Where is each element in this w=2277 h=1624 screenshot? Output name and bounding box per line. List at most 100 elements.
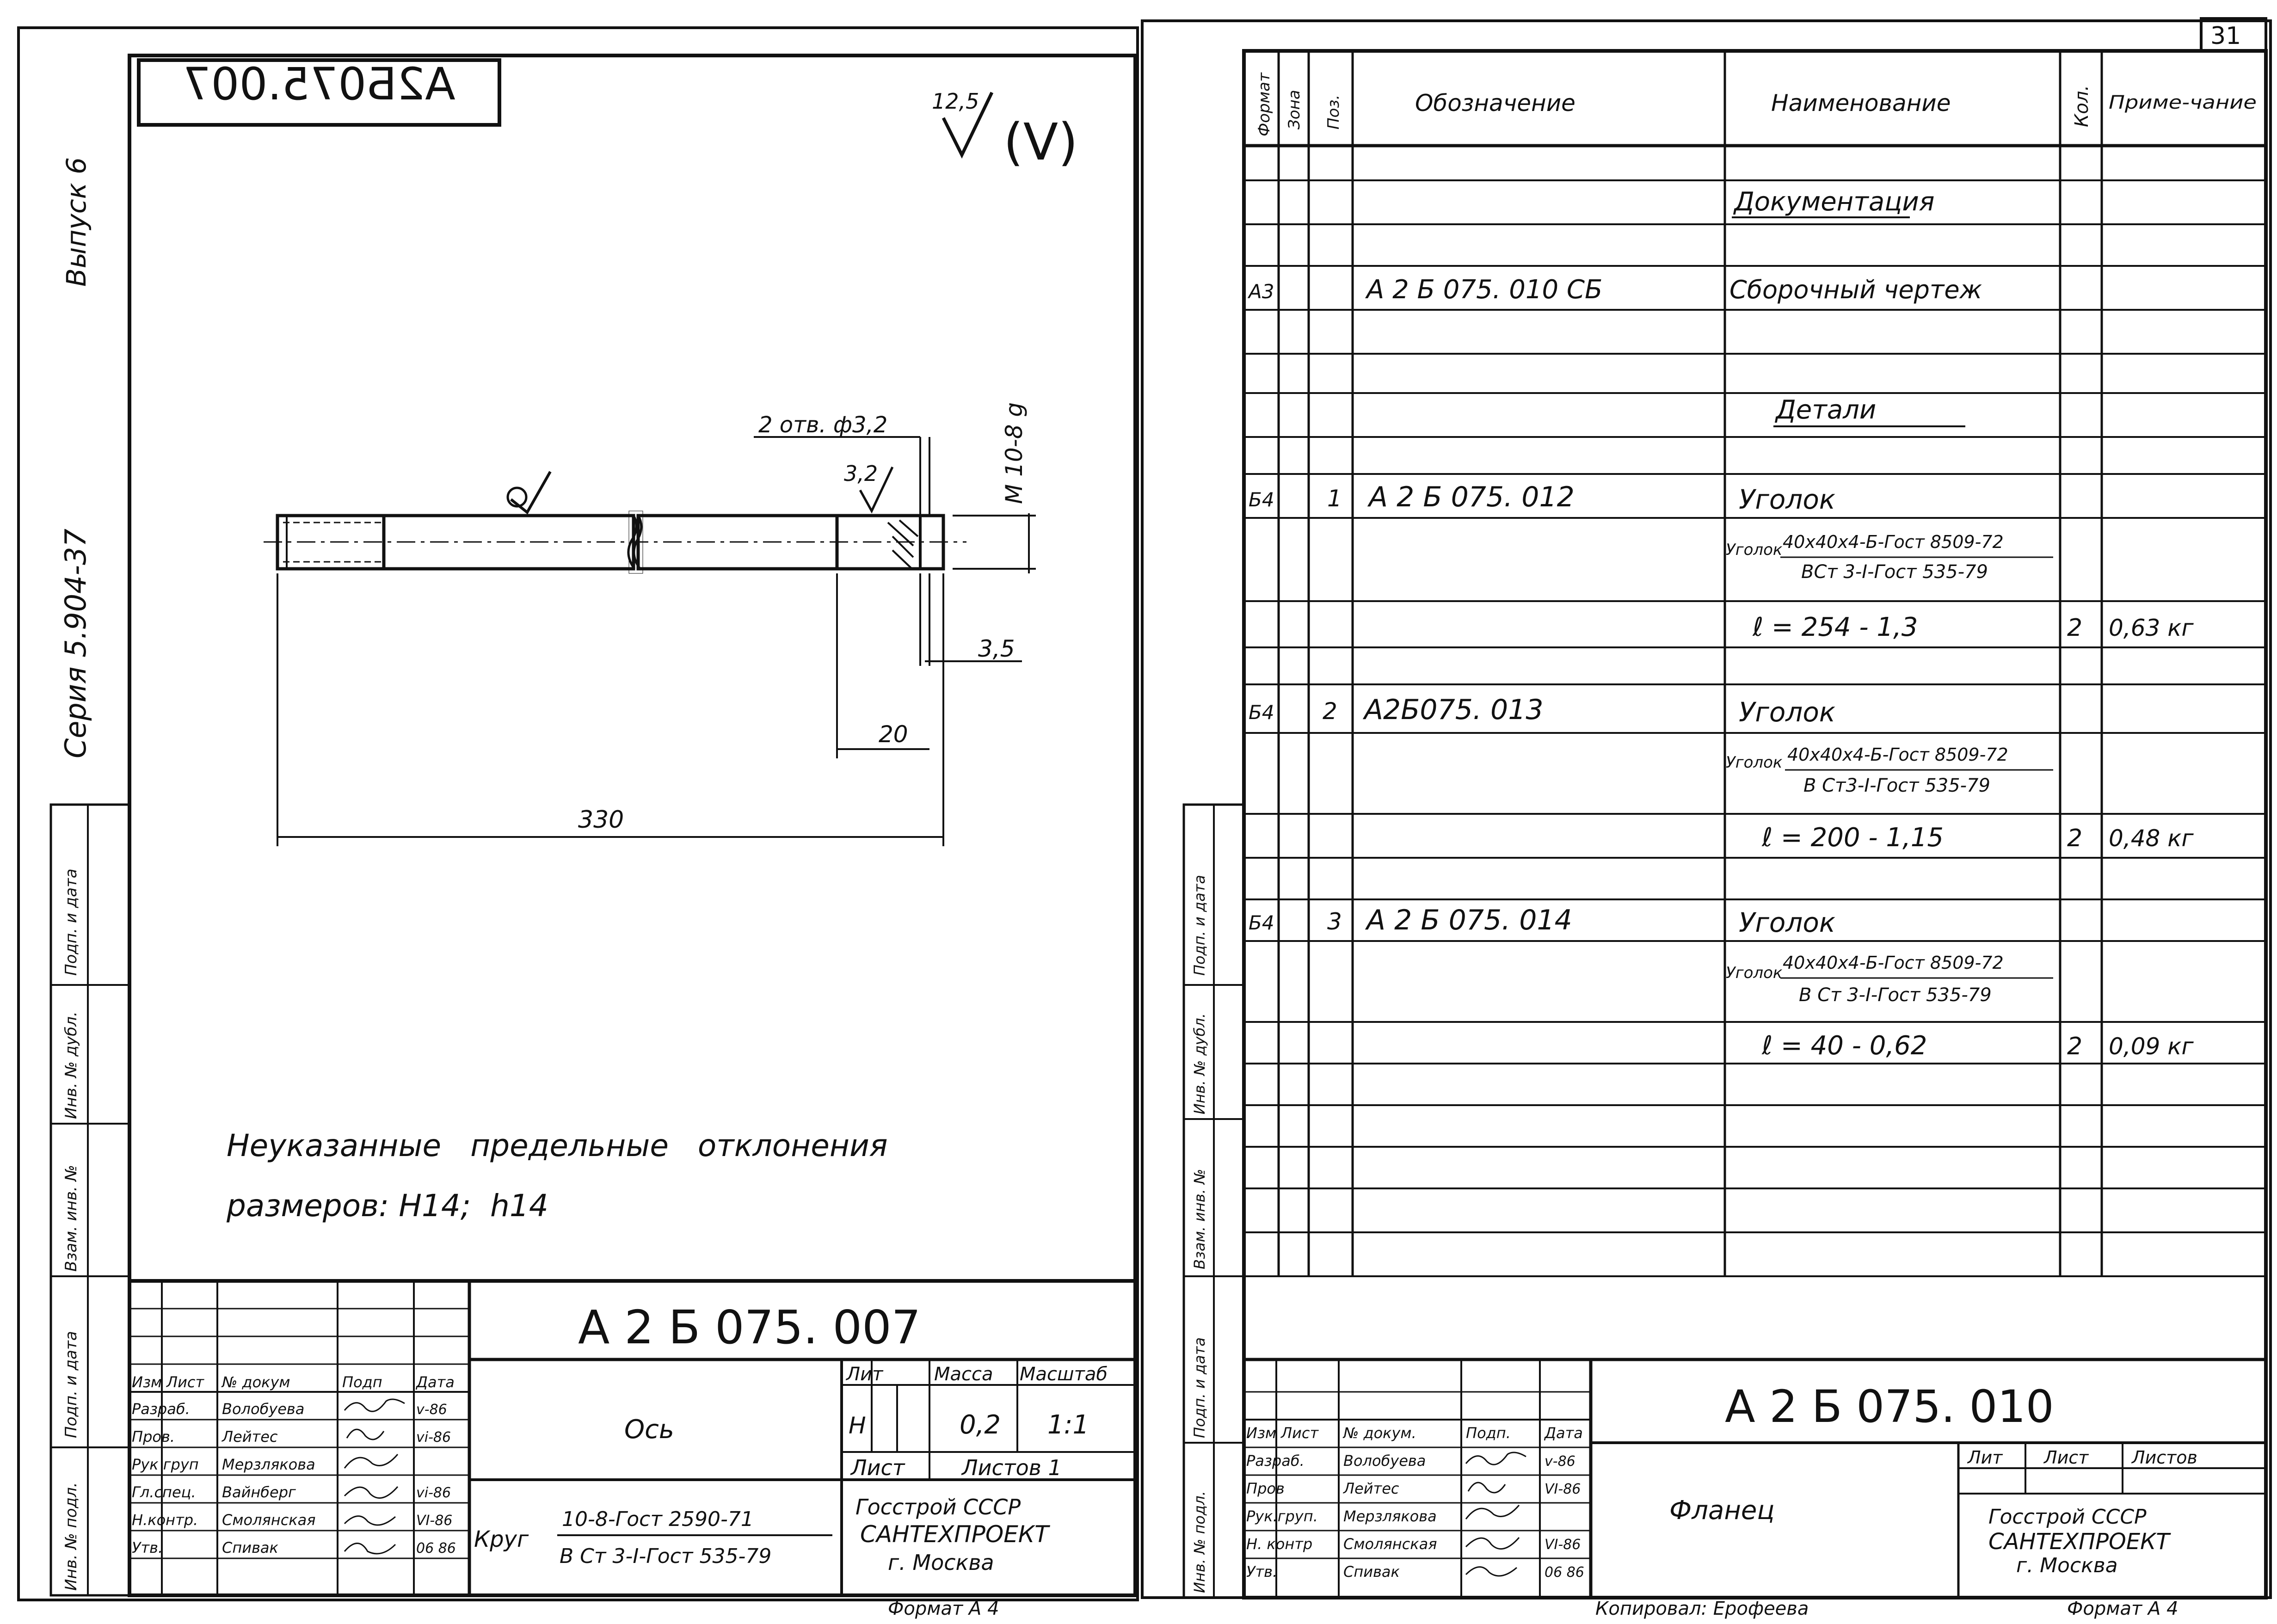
right-title-block: А 2 Б 075. 010 Фланец Лит Лист Листов Го… (1244, 1358, 2266, 1619)
svg-text:40х40х4-Б-Гост 8509-72: 40х40х4-Б-Гост 8509-72 (1783, 953, 2004, 973)
svg-text:Лист: Лист (1280, 1424, 1319, 1442)
svg-text:06 86: 06 86 (416, 1540, 456, 1556)
svg-text:Н. контр: Н. контр (1246, 1535, 1312, 1553)
svg-text:Лейтес: Лейтес (1343, 1480, 1399, 1497)
svg-text:Вайнберг: Вайнберг (222, 1483, 296, 1501)
svg-text:Госстрой СССР: Госстрой СССР (1988, 1505, 2147, 1529)
right-side-strip: Подп. и дата Инв. № дубл. Взам. инв. № П… (1182, 803, 1245, 1599)
svg-text:Рук груп: Рук груп (132, 1456, 199, 1473)
spec-table: Формат Зона Поз. Обозначение Наименовани… (1244, 51, 2266, 1277)
side-field-3: Взам. инв. № (62, 1165, 80, 1272)
svg-text:40х40х4-Б-Гост 8509-72: 40х40х4-Б-Гост 8509-72 (1787, 744, 2008, 765)
svg-text:Обозначение: Обозначение (1415, 90, 1575, 117)
svg-text:VI-86: VI-86 (1545, 1481, 1581, 1497)
svg-text:Изм: Изм (1246, 1424, 1276, 1442)
svg-text:2: 2 (2067, 1033, 2082, 1060)
seria-label: Серия 5.904-37 (59, 529, 92, 758)
svg-text:Госстрой СССР: Госстрой СССР (855, 1495, 1021, 1519)
svg-text:Лит: Лит (1967, 1447, 2003, 1468)
svg-text:Лейтес: Лейтес (222, 1428, 278, 1446)
svg-text:Дата: Дата (1544, 1424, 1583, 1442)
svg-text:Волобуева: Волобуева (1343, 1452, 1426, 1470)
left-sheet: Выпуск 6 Серия 5.904-37 Подп. и дата Инв… (17, 26, 1139, 1619)
svg-text:Пров: Пров (1246, 1480, 1285, 1497)
svg-text:2: 2 (2067, 824, 2082, 852)
svg-text:ℓ = 200 - 1,15: ℓ = 200 - 1,15 (1761, 823, 1944, 853)
right-format: Формат А 4 (2067, 1598, 2179, 1619)
svg-text:ℓ = 40 - 0,62: ℓ = 40 - 0,62 (1761, 1031, 1927, 1061)
svg-text:Пров.: Пров. (132, 1428, 175, 1446)
svg-text:Листов 1: Листов 1 (961, 1455, 1062, 1480)
svg-text:№ докум.: № докум. (1342, 1424, 1416, 1442)
svg-text:Лист: Лист (2043, 1447, 2089, 1468)
copied-by: Копировал: Ерофеева (1595, 1598, 1809, 1619)
svg-text:0,2: 0,2 (960, 1410, 1001, 1440)
svg-text:(V): (V) (1003, 112, 1078, 172)
svg-text:ВСт 3-I-Гост 535-79: ВСт 3-I-Гост 535-79 (1801, 561, 1988, 583)
svg-text:В Ст 3-I-Гост 535-79: В Ст 3-I-Гост 535-79 (1799, 984, 1992, 1006)
right-code: А 2 Б 075. 010 (1725, 1381, 2054, 1433)
svg-text:Лист: Лист (850, 1455, 905, 1480)
svg-text:40х40х4-Б-Гост 8509-72: 40х40х4-Б-Гост 8509-72 (1783, 532, 2004, 552)
svg-text:Уголок: Уголок (1739, 696, 1835, 728)
svg-text:Кол.: Кол. (2071, 85, 2092, 127)
svg-text:Б4: Б4 (1249, 911, 1274, 934)
svg-text:Уголок: Уголок (1726, 964, 1783, 982)
svg-text:Сборочный чертеж: Сборочный чертеж (1729, 275, 1982, 304)
svg-text:ℓ = 254 - 1,3: ℓ = 254 - 1,3 (1752, 612, 1918, 642)
svg-text:В Ст 3-I-Гост 535-79: В Ст 3-I-Гост 535-79 (560, 1544, 771, 1568)
svg-text:Инв. № дубл.: Инв. № дубл. (1191, 1013, 1208, 1114)
rough-local: 3,2 (844, 461, 878, 486)
svg-text:Уголок: Уголок (1739, 907, 1835, 938)
left-side-strip: Подп. и дата Инв. № дубл. Взам. инв. № П… (49, 803, 131, 1597)
vypusk-label: Выпуск 6 (61, 157, 92, 287)
svg-text:Волобуева: Волобуева (222, 1400, 304, 1418)
svg-text:Б4: Б4 (1249, 488, 1274, 511)
dim-20: 20 (879, 721, 908, 748)
dim-3-5: 3,5 (978, 635, 1015, 662)
side-field-4: Подп. и дата (62, 1331, 80, 1438)
svg-text:Дата: Дата (415, 1373, 455, 1391)
svg-text:vi-86: vi-86 (416, 1485, 451, 1501)
svg-text:2: 2 (1323, 698, 1337, 725)
svg-text:Уголок: Уголок (1726, 753, 1783, 772)
svg-text:Лист: Лист (166, 1373, 204, 1391)
svg-text:Масса: Масса (934, 1364, 993, 1385)
page-number: 31 (2210, 22, 2241, 50)
corner-stamp: А2Б075.007 (183, 58, 455, 110)
svg-text:А 2 Б 075. 014: А 2 Б 075. 014 (1365, 904, 1572, 936)
svg-text:Приме-чание: Приме-чание (2109, 92, 2257, 113)
svg-text:Разраб.: Разраб. (132, 1400, 190, 1418)
svg-text:Уголок: Уголок (1739, 484, 1835, 515)
svg-text:3: 3 (1327, 908, 1342, 935)
svg-text:Смолянская: Смолянская (222, 1511, 315, 1529)
right-name: Фланец (1669, 1495, 1775, 1526)
svg-text:0,48 кг: 0,48 кг (2109, 825, 2194, 852)
svg-text:Рук.груп.: Рук.груп. (1246, 1507, 1318, 1525)
svg-text:0,63 кг: 0,63 кг (2109, 615, 2194, 641)
svg-text:12,5: 12,5 (932, 89, 979, 114)
svg-text:Утв.: Утв. (1246, 1563, 1277, 1581)
svg-text:В Ст3-I-Гост 535-79: В Ст3-I-Гост 535-79 (1803, 775, 1990, 796)
svg-text:г. Москва: г. Москва (888, 1550, 994, 1575)
svg-text:Н: Н (849, 1412, 866, 1439)
svg-text:v-86: v-86 (416, 1402, 447, 1418)
svg-text:Наименование: Наименование (1771, 90, 1951, 117)
svg-text:Мерзлякова: Мерзлякова (222, 1456, 315, 1473)
side-field-5: Инв. № подл. (62, 1482, 80, 1591)
svg-text:А 2 Б 075. 012: А 2 Б 075. 012 (1367, 481, 1575, 513)
svg-text:Уголок: Уголок (1726, 541, 1783, 559)
svg-text:Круг: Круг (474, 1526, 529, 1552)
svg-text:Спивак: Спивак (1343, 1563, 1400, 1581)
left-code: А 2 Б 075. 007 (578, 1300, 921, 1354)
svg-text:А 2 Б 075. 010 СБ: А 2 Б 075. 010 СБ (1365, 275, 1602, 305)
svg-text:Подп. и дата: Подп. и дата (1191, 875, 1208, 976)
svg-text:Смолянская: Смолянская (1343, 1535, 1437, 1553)
svg-text:Б4: Б4 (1249, 701, 1274, 724)
svg-text:Подп: Подп (342, 1373, 382, 1391)
svg-text:Утв.: Утв. (132, 1539, 163, 1556)
svg-text:Поз.: Поз. (1324, 95, 1343, 129)
svg-text:VI-86: VI-86 (416, 1513, 452, 1529)
svg-text:Масштаб: Масштаб (1020, 1364, 1108, 1385)
